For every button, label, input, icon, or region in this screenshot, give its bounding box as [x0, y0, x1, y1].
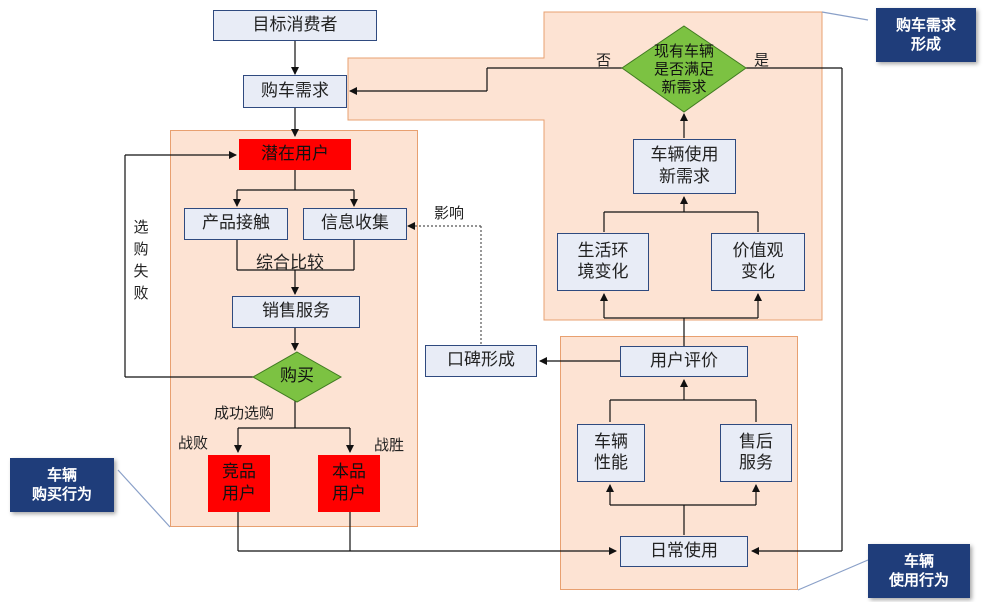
node-values-change: 价值观 变化 [711, 233, 805, 291]
node-own-user: 本品 用户 [318, 455, 380, 512]
label-no: 否 [596, 51, 612, 69]
node-target-consumer: 目标消费者 [213, 10, 377, 41]
label-victory: 战胜 [374, 436, 405, 454]
label-influence: 影响 [434, 204, 465, 222]
node-word-of-mouth: 口碑形成 [425, 345, 537, 377]
node-competitor-user: 竞品 用户 [208, 455, 270, 512]
node-info-collect: 信息收集 [303, 208, 407, 240]
node-product-contact: 产品接触 [184, 208, 288, 240]
node-new-need: 车辆使用 新需求 [633, 139, 736, 194]
label-purchase-fail: 选 购 失 败 [133, 218, 149, 302]
label-defeat: 战败 [178, 434, 209, 452]
node-after-sales: 售后 服务 [720, 424, 792, 482]
node-car-need: 购车需求 [243, 75, 347, 108]
node-compare: 综合比较 [256, 253, 324, 273]
callout-purchase-behavior: 车辆 购买行为 [10, 458, 114, 512]
purchase-diamond-shape [251, 351, 343, 403]
decision-diamond-shape [621, 25, 747, 113]
label-purchase-success: 成功选购 [214, 404, 275, 422]
node-potential-user: 潜在用户 [239, 139, 351, 170]
callout-usage-behavior: 车辆 使用行为 [868, 544, 970, 598]
callout-need-formation: 购车需求 形成 [876, 8, 976, 62]
node-vehicle-performance: 车辆 性能 [577, 424, 645, 482]
node-sales-service: 销售服务 [232, 296, 360, 328]
node-decision: 现有车辆 是否满足 新需求 [653, 42, 714, 96]
node-daily-use: 日常使用 [620, 536, 748, 567]
node-user-eval: 用户评价 [620, 346, 748, 377]
node-purchase: 购买 [280, 366, 314, 386]
node-life-env-change: 生活环 境变化 [557, 233, 649, 291]
label-yes: 是 [754, 51, 770, 69]
